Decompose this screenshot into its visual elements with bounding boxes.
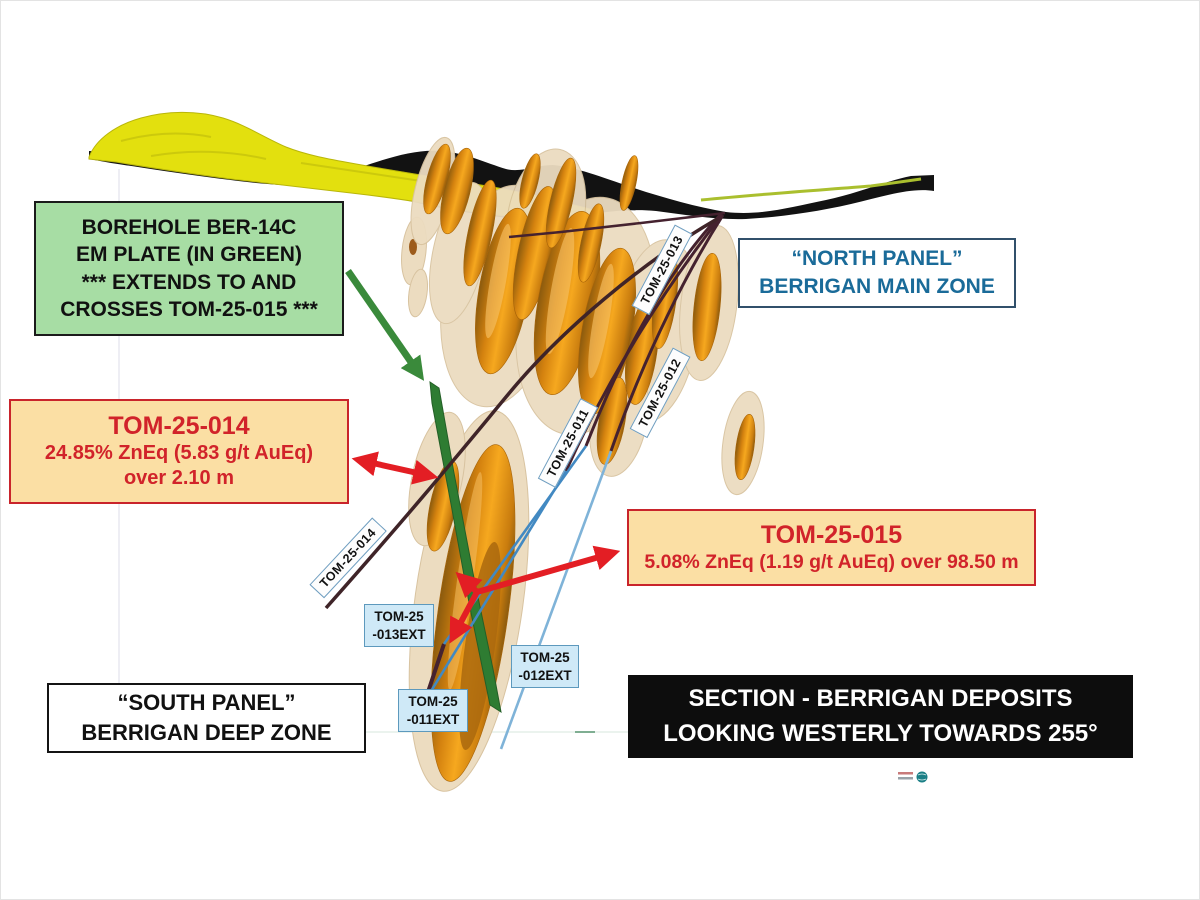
tom-25-015-title: TOM-25-015: [760, 520, 903, 549]
tom-25-015-callout: TOM-25-015 5.08% ZnEq (1.19 g/t AuEq) ov…: [627, 509, 1036, 586]
globe-icon: [916, 771, 928, 783]
tom-25-014-title: TOM-25-014: [108, 412, 250, 441]
drill-label-tom-25-011ext: TOM-25 -011EXT: [398, 689, 468, 733]
tom-25-015-intercept: 5.08% ZnEq (1.19 g/t AuEq) over 98.50 m: [644, 550, 1019, 573]
north-panel-label: “NORTH PANEL” BERRIGAN MAIN ZONE: [738, 238, 1016, 308]
section-title-banner: SECTION - BERRIGAN DEPOSITS LOOKING WEST…: [628, 675, 1133, 758]
em-plate-arrow: [345, 269, 425, 381]
drill-label-tom-25-012ext: TOM-25 -012EXT: [511, 645, 579, 689]
annotation-arrow-tom15: [449, 545, 621, 644]
tom-25-014-callout: TOM-25-014 24.85% ZnEq (5.83 g/t AuEq) o…: [9, 399, 349, 504]
drill-label-tom-25-013ext: TOM-25 -013EXT: [364, 604, 434, 648]
em-plate-callout: BOREHOLE BER-14C EM PLATE (IN GREEN) ***…: [34, 201, 344, 336]
tom-25-014-intercept: 24.85% ZnEq (5.83 g/t AuEq) over 2.10 m: [44, 441, 314, 489]
powered-by-watermark: [898, 771, 928, 783]
south-panel-label: “SOUTH PANEL” BERRIGAN DEEP ZONE: [47, 683, 366, 753]
annotation-arrow-tom14: [351, 451, 439, 485]
surface-vegetation-line: [700, 177, 922, 202]
